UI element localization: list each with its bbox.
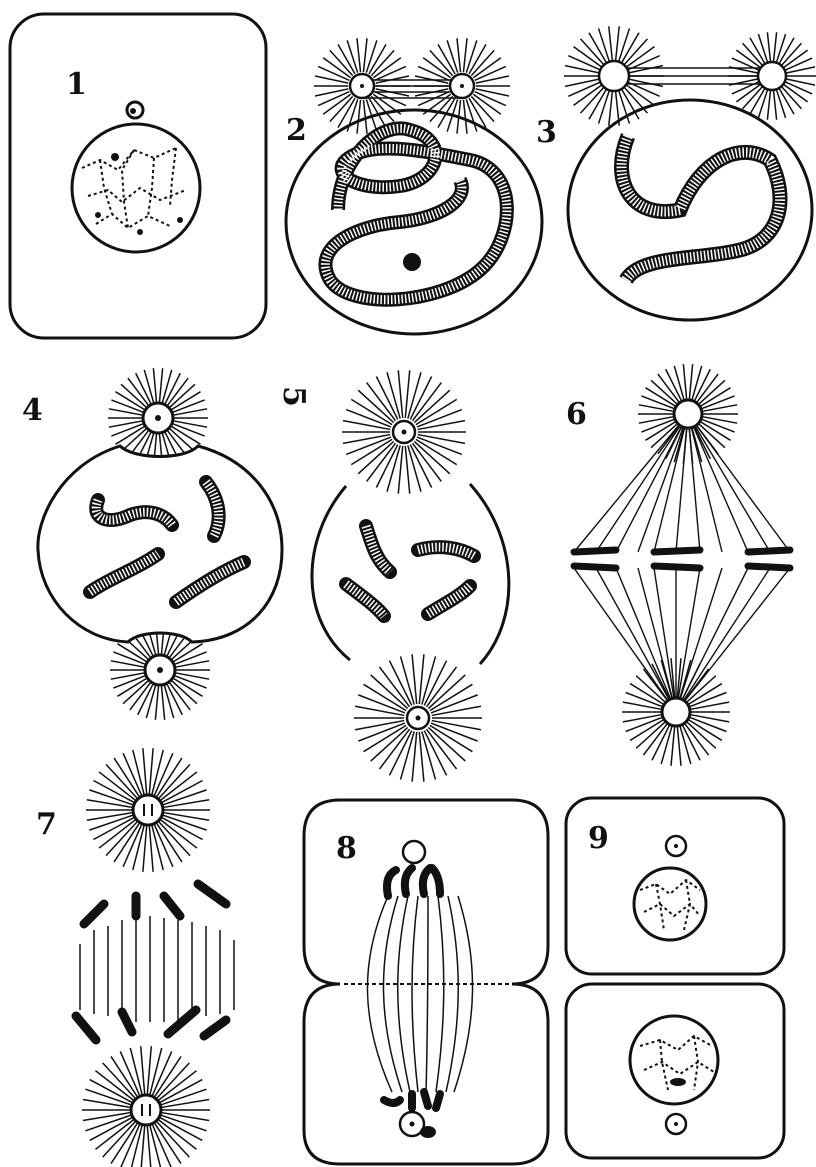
aster-pair <box>564 26 816 125</box>
centrosome <box>403 841 425 863</box>
stage-number-3: 3 <box>536 115 557 150</box>
stage-number-4: 4 <box>22 393 43 428</box>
stage-number-9: 9 <box>588 821 609 856</box>
stage-8: 8 <box>304 800 548 1164</box>
nuclear-membrane <box>38 446 282 642</box>
stage-9: 9 <box>566 798 784 1158</box>
stage-3: 3 <box>536 26 816 320</box>
chromosomes-lower <box>384 1092 440 1108</box>
stage-6: 6 <box>566 364 790 766</box>
centrosome <box>674 400 702 428</box>
stage-number-8: 8 <box>336 831 357 866</box>
centrosome <box>133 795 163 825</box>
centrosome <box>127 102 143 118</box>
stage-1: 1 <box>10 14 266 338</box>
chromosomes-upper <box>84 884 226 924</box>
centrosome <box>131 1095 161 1125</box>
cell-outline-right <box>470 484 509 664</box>
stage-5: 5 <box>276 370 509 781</box>
nucleus <box>72 124 200 252</box>
stage-7: 7 <box>36 748 234 1167</box>
chromosomes-upper <box>387 868 440 896</box>
stage-number-6: 6 <box>566 397 587 432</box>
daughter-nucleus-lower <box>630 1016 718 1104</box>
stage-number-5: 5 <box>276 386 311 407</box>
stage-number-2: 2 <box>286 113 307 148</box>
nucleolus <box>403 253 421 271</box>
aster-pair <box>314 38 510 133</box>
stage-number-1: 1 <box>66 67 87 102</box>
daughter-nucleus-upper <box>634 868 706 940</box>
centrosome <box>662 698 690 726</box>
chromosomes <box>346 526 474 616</box>
stage-4: 4 <box>22 368 282 720</box>
stage-2: 2 <box>286 38 542 334</box>
interzonal-fibers <box>80 916 234 1022</box>
spindle-fibers <box>367 896 472 1092</box>
cell-outline-left <box>312 486 350 660</box>
stage-number-7: 7 <box>36 807 57 842</box>
chromosomes-lower <box>76 1010 226 1040</box>
metaphase-plate <box>574 550 790 568</box>
